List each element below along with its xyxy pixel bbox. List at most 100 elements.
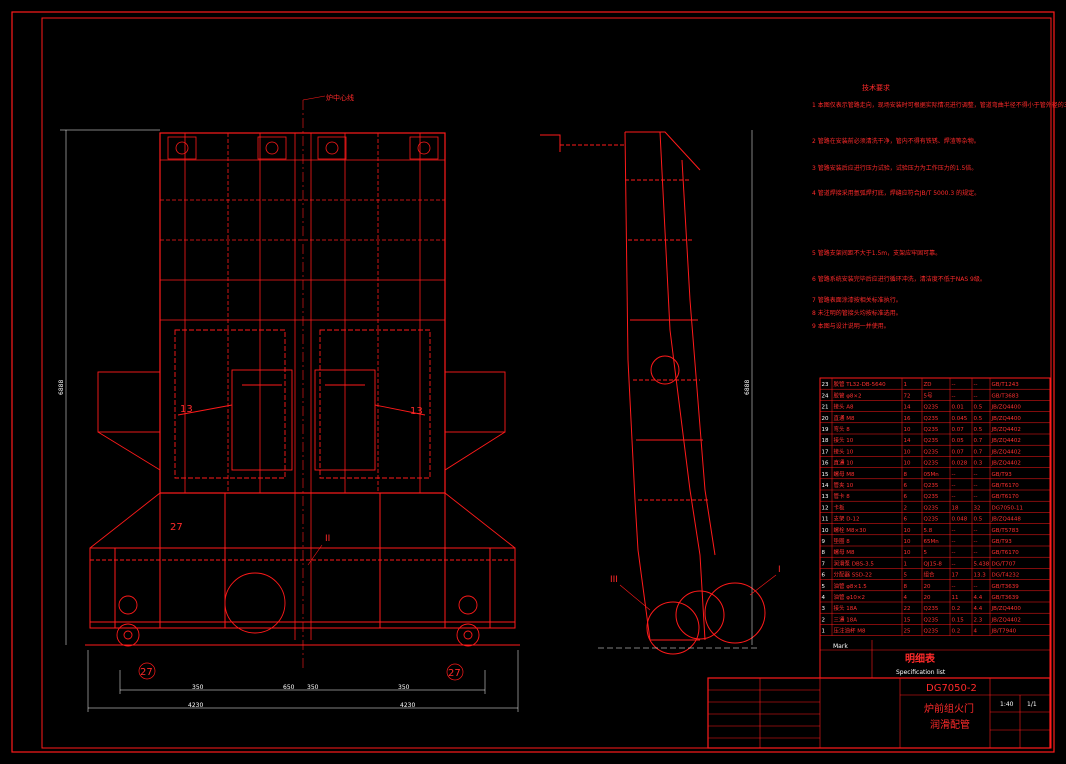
bom-cell: 24 — [822, 393, 829, 399]
note-1: 1 本图仅表示管路走向，现场安装时可根据实际情况进行调整，管道弯曲半径不得小于管… — [812, 101, 1066, 109]
bom-cell: 胶管 φ8×2 — [834, 391, 862, 399]
bom-cell: 组合 — [924, 571, 936, 579]
bom-cell: DG/T4232 — [992, 573, 1020, 579]
part-27-upper: 27 — [170, 522, 183, 533]
note-6: 6 管路系统安装完毕后应进行循环冲洗，清洁度不低于NAS 9级。 — [812, 275, 986, 283]
bom-cell: 0.07 — [952, 427, 965, 433]
bom-cell: Q235 — [924, 438, 939, 444]
bom-cell: 直通 10 — [834, 459, 854, 467]
drawing-number: DG7050-2 — [926, 683, 977, 694]
bom-cell: -- — [952, 550, 956, 556]
bom-cell: Q235 — [924, 629, 939, 635]
bom-cell: GB/T3683 — [992, 393, 1020, 399]
bom-cell: 分配器 SSD-22 — [834, 571, 872, 579]
bom-cell: 05Mn — [924, 472, 940, 478]
inner-frame — [41, 17, 1052, 749]
bom-cell: Q235 — [924, 483, 939, 489]
bom-cell: 3 — [822, 606, 826, 612]
detail-III-label: III — [610, 575, 618, 585]
bom-cell: 22 — [904, 606, 911, 612]
bom-header-left: Mark — [833, 643, 848, 650]
bom-cell: GB/T93 — [992, 472, 1013, 478]
bom-cell: -- — [974, 550, 978, 556]
bom-cell: GB/T3639 — [992, 595, 1020, 601]
bom-cell: -- — [974, 382, 978, 388]
bom-cell: 4.4 — [974, 606, 983, 612]
bom-cell: DG/T707 — [992, 561, 1017, 567]
bom-cell: Q235 — [924, 427, 939, 433]
bom-cell: -- — [952, 393, 956, 399]
bom-cell: 5.438 — [974, 561, 990, 567]
bom-cell: 5 — [822, 584, 826, 590]
bom-cell: 8 — [822, 550, 826, 556]
bom-cell: 8 — [904, 472, 908, 478]
bom-cell: 18 — [822, 438, 829, 444]
bom-cell: 管卡 8 — [834, 492, 851, 500]
bom-cell: 1 — [822, 629, 826, 635]
front-view: 炉中心线 — [58, 93, 520, 712]
bom-cell: 胶管 TL32-DB-5640 — [834, 380, 887, 388]
bom-cell: 5.8 — [924, 528, 933, 534]
bom-cell: 12 — [822, 505, 829, 511]
note-8: 8 未注明的管接头均按标准选用。 — [812, 309, 902, 317]
bom-cell: 支架 D-12 — [834, 515, 860, 523]
bom-cell: 6 — [904, 483, 908, 489]
bom-cell: 0.028 — [952, 461, 968, 467]
side-view: 6888 III I — [540, 130, 781, 655]
bom-cell: 10 — [904, 550, 911, 556]
bom-cell: 14 — [904, 405, 911, 411]
bom-cell: -- — [952, 382, 956, 388]
bom-cell: 螺栓 M8×30 — [834, 526, 867, 534]
bom-cell: -- — [952, 539, 956, 545]
bom-cell: 5号 — [924, 392, 933, 399]
bom-cell: -- — [952, 472, 956, 478]
bom-cell: -- — [974, 584, 978, 590]
detail-II-label: II — [325, 534, 330, 544]
bom-cell: 17 — [822, 449, 829, 455]
bom-cell: Q235 — [924, 416, 939, 422]
bom-cell: -- — [974, 483, 978, 489]
bom-cell: 0.045 — [952, 416, 968, 422]
bom-cell: JB/ZQ4402 — [991, 449, 1021, 455]
bom-cell: 10 — [904, 539, 911, 545]
bom-cell: 0.07 — [952, 449, 965, 455]
bom-cell: 油管 φ8×1.5 — [834, 582, 868, 590]
part-27-right: 27 — [448, 668, 461, 679]
bom-cell: 18 — [952, 505, 959, 511]
bom-cell: 0.15 — [952, 617, 965, 623]
bom-cell: 20 — [924, 595, 931, 601]
drawing-name-line2: 润滑配管 — [930, 718, 970, 731]
bom-cell: 接头 18A — [834, 604, 858, 612]
sheet-value: 1/1 — [1027, 701, 1037, 708]
bom-cell: 7 — [822, 561, 826, 567]
bom-cell: 14 — [904, 438, 911, 444]
bom-cell: 16 — [822, 461, 829, 467]
bom-cell: 6 — [904, 517, 908, 523]
scale-value: 1:40 — [1000, 701, 1014, 708]
bom-cell: 10 — [904, 528, 911, 534]
bom-cell: 11 — [952, 595, 959, 601]
bom-cell: JB/ZQ4402 — [991, 438, 1021, 444]
bom-cell: 螺母 M8 — [834, 470, 855, 478]
bom-cell: 17 — [952, 573, 959, 579]
bom-cell: 0.3 — [974, 461, 983, 467]
bom-cell: 1 — [904, 382, 908, 388]
bom-cell: 25 — [904, 629, 911, 635]
dim-span-right: 350 — [398, 684, 410, 691]
bom-cell: 0.05 — [952, 438, 965, 444]
bom-cell: -- — [952, 494, 956, 500]
center-axis-label: 炉中心线 — [326, 93, 354, 102]
dim-span-left: 350 — [192, 684, 204, 691]
bom-cell: 接头 A8 — [834, 403, 855, 411]
bom-cell: 2 — [822, 617, 826, 623]
bom-cell: 压注油杯 M8 — [834, 627, 866, 635]
bom-cell: 弯头 8 — [834, 425, 851, 433]
bom-cell: 0.01 — [952, 405, 964, 411]
bom-cell: GB/T1243 — [992, 382, 1020, 388]
bom-cell: 1 — [904, 561, 908, 567]
bom-cell: 螺母 M8 — [834, 548, 855, 556]
bom-cell: 润滑泵 DBS-3.5 — [834, 559, 875, 567]
bom-cell: 0.5 — [974, 405, 983, 411]
